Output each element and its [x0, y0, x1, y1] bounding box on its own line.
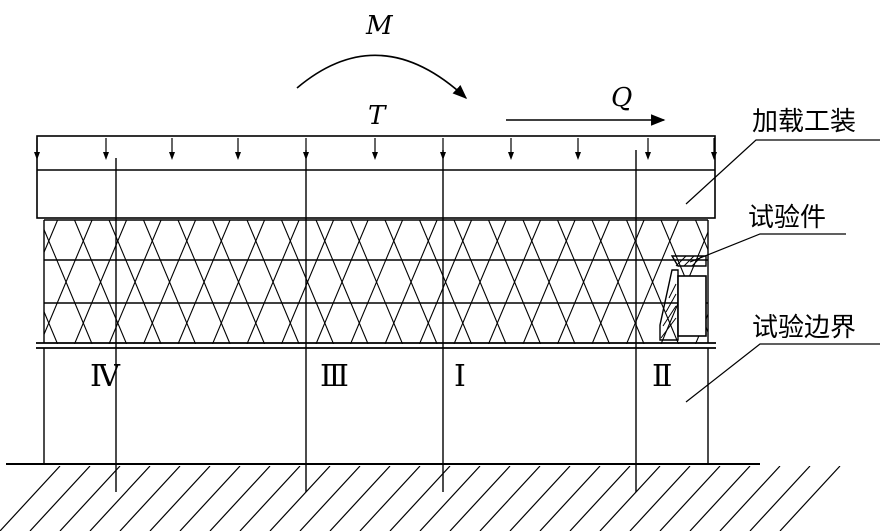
test-boundary: [43, 348, 709, 464]
ground-hatch-line: [629, 466, 691, 531]
section-label-4: Ⅳ: [90, 359, 121, 394]
shear-label: Q: [611, 83, 632, 113]
ground-hatch-line: [119, 466, 181, 531]
leader-loading-fixture: [685, 139, 880, 205]
load-arrow-head: [169, 152, 175, 160]
ground: [0, 463, 841, 531]
ground-hatch-line: [389, 466, 451, 531]
ground-hatch-line: [89, 466, 151, 531]
load-arrow-head: [372, 152, 378, 160]
load-arrow-head: [34, 152, 40, 160]
ground-hatch-line: [719, 466, 781, 531]
ground-hatch-line: [29, 466, 91, 531]
ground-hatch-line: [779, 466, 841, 531]
ground-hatch-line: [419, 466, 481, 531]
section-label-2: Ⅱ: [652, 359, 672, 394]
leader-lines: [685, 139, 880, 403]
ground-hatch-line: [509, 466, 571, 531]
window-cutout: [659, 255, 707, 341]
fixture-outline: [36, 135, 716, 219]
ground-hatch-line: [539, 466, 601, 531]
section-lines: [115, 150, 637, 492]
lattice-rib: [0, 220, 23, 344]
ground-hatch-line: [359, 466, 421, 531]
test-boundary-label: 试验边界: [752, 313, 856, 343]
load-arrow-head: [575, 152, 581, 160]
loading-fixture-label: 加载工装: [752, 107, 856, 137]
ground-hatching: [0, 466, 841, 531]
ground-hatch-line: [269, 466, 331, 531]
load-arrow-head: [103, 152, 109, 160]
load-arrow-head: [711, 152, 717, 160]
ground-hatch-line: [659, 466, 721, 531]
lattice-rib: [694, 220, 708, 252]
ground-hatch-line: [299, 466, 361, 531]
ground-hatch-line: [599, 466, 661, 531]
ground-hatch-line: [149, 466, 211, 531]
load-arrow-head: [235, 152, 241, 160]
ground-hatch-line: [329, 466, 391, 531]
test-article-label: 试验件: [748, 203, 826, 233]
ground-hatch-line: [689, 466, 751, 531]
torque-label: T: [368, 101, 387, 131]
lattice-rib: [0, 220, 23, 344]
load-arrow-head: [645, 152, 651, 160]
leader-test-article: [689, 233, 846, 263]
cutout-top-flange: [670, 255, 707, 267]
ground-hatch-line: [239, 466, 301, 531]
moment-label: M: [365, 11, 394, 41]
ground-hatch-line: [209, 466, 271, 531]
load-arrow-head: [508, 152, 514, 160]
moment-arrow: [296, 54, 468, 99]
ground-hatch-line: [0, 466, 61, 531]
section-label-3: Ⅲ: [320, 359, 349, 394]
loading-fixture: [34, 135, 717, 219]
leader-test-boundary: [685, 343, 880, 403]
ground-hatch-line: [179, 466, 241, 531]
ground-hatch-line: [569, 466, 631, 531]
distributed-load-arrows: [34, 138, 717, 160]
ground-hatch-line: [59, 466, 121, 531]
test-article: [0, 219, 716, 349]
ground-hatch-line: [479, 466, 541, 531]
ground-hatch-line: [749, 466, 811, 531]
section-label-1: Ⅰ: [454, 359, 466, 394]
ground-hatch-line: [449, 466, 511, 531]
cutout-frame: [677, 275, 707, 337]
cutout-hatching: [660, 255, 703, 339]
